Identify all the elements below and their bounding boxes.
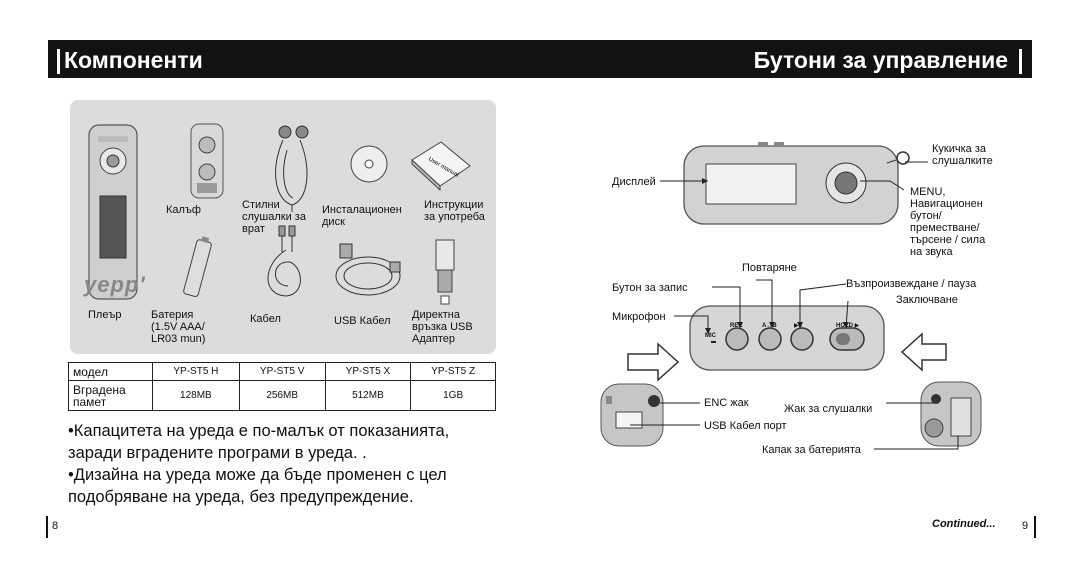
device-ab-label: A↔B bbox=[762, 323, 777, 329]
table-cell: 512MB bbox=[324, 380, 412, 411]
label-earphone-jack: Жак за слушалки bbox=[784, 403, 873, 415]
spec-table: модел YP-ST5 H YP-ST5 V YP-ST5 X YP-ST5 … bbox=[68, 362, 496, 411]
label-earphone-hook: Кукичка за слушалките bbox=[932, 143, 993, 167]
left-arrow-illustration bbox=[900, 332, 947, 372]
right-page-number: 9 bbox=[1022, 520, 1029, 532]
neck-earphones-illustration bbox=[275, 125, 309, 212]
label-usb-adapter: Директна връзка USB Адаптер bbox=[412, 309, 473, 345]
left-page-number: 8 bbox=[52, 520, 59, 532]
note-capacity-text: Капацитета на уреда е по-малък от показа… bbox=[68, 422, 450, 462]
main-player-illustration bbox=[683, 142, 910, 225]
label-usb-port: USB Кабел порт bbox=[704, 420, 787, 432]
table-cell: 256MB bbox=[238, 380, 326, 411]
table-cell: YP-ST5 H bbox=[152, 362, 240, 381]
label-installation-cd: Инсталационен диск bbox=[322, 204, 402, 228]
left-page-rule bbox=[46, 516, 48, 538]
player-illustration bbox=[88, 124, 138, 300]
right-page-title: Бутони за управление bbox=[753, 47, 1008, 73]
device-mic-label: MIC bbox=[705, 333, 716, 339]
label-play-pause: Възпроизвеждане / пауза bbox=[846, 278, 977, 290]
installation-cd-illustration bbox=[350, 145, 388, 183]
header-right-rule bbox=[1019, 49, 1022, 74]
label-battery: Батерия (1.5V AAA/ LR03 mun) bbox=[151, 309, 206, 345]
callout-arrowheads bbox=[702, 178, 849, 334]
table-cell: 1GB bbox=[410, 380, 496, 411]
device-play-label: ▶II bbox=[794, 323, 802, 329]
table-cell: YP-ST5 X bbox=[324, 362, 412, 381]
battery-illustration bbox=[183, 236, 212, 297]
cable-illustration bbox=[267, 225, 301, 297]
battery-end-view-illustration bbox=[920, 381, 982, 447]
table-cell: YP-ST5 Z bbox=[410, 362, 496, 381]
continued-label: Continued... bbox=[932, 518, 996, 530]
label-menu: MENU, Навигационен бутон/ преместване/ т… bbox=[910, 186, 986, 258]
usb-adapter-illustration bbox=[435, 239, 455, 305]
label-manual: Инструкции за употреба bbox=[424, 199, 485, 223]
right-page-rule bbox=[1034, 516, 1036, 538]
label-record-button: Бутон за запис bbox=[612, 282, 688, 294]
label-display: Дисплей bbox=[612, 176, 656, 188]
usb-end-view-illustration bbox=[600, 383, 664, 447]
note-design: •Дизайна на уреда може да бъде променен … bbox=[68, 464, 488, 508]
label-repeat: Повтаряне bbox=[742, 262, 797, 274]
right-arrow-illustration bbox=[627, 342, 680, 382]
usb-cable-illustration bbox=[335, 243, 401, 296]
left-page-title: Компоненти bbox=[64, 47, 203, 73]
table-cell: YP-ST5 V bbox=[238, 362, 326, 381]
label-hold: Заключване bbox=[896, 294, 958, 306]
label-microphone: Микрофон bbox=[612, 311, 666, 323]
bullet: • bbox=[68, 466, 74, 484]
note-capacity: •Капацитета на уреда е по-малък от показ… bbox=[68, 420, 488, 464]
device-rec-label: REC bbox=[730, 323, 743, 329]
label-battery-cover: Капак за батерията bbox=[762, 444, 861, 456]
header-bar bbox=[48, 40, 1032, 78]
label-cable: Кабел bbox=[250, 313, 281, 325]
callout-lines bbox=[630, 161, 959, 450]
side-view-player-illustration bbox=[689, 305, 885, 371]
manual-illustration: User manual bbox=[411, 141, 471, 192]
table-header-model: модел bbox=[68, 362, 153, 381]
table-header-memory: Вградена памет bbox=[68, 380, 153, 411]
label-enc-jack: ENC жак bbox=[704, 397, 749, 409]
yepp-logo: yepp' bbox=[84, 272, 146, 297]
device-hold-label: HOLD ▶ bbox=[836, 323, 860, 329]
table-row: Вградена памет 128MB 256MB 512MB 1GB bbox=[68, 380, 496, 411]
table-row: модел YP-ST5 H YP-ST5 V YP-ST5 X YP-ST5 … bbox=[68, 362, 496, 381]
header-left-rule bbox=[57, 49, 60, 74]
note-design-text: Дизайна на уреда може да бъде променен с… bbox=[68, 466, 447, 506]
table-cell: 128MB bbox=[152, 380, 240, 411]
label-usb-cable: USB Кабел bbox=[334, 315, 391, 327]
label-player: Плеър bbox=[88, 309, 122, 321]
bullet: • bbox=[68, 422, 74, 440]
label-neck-earphones: Стилни слушалки за врат bbox=[242, 199, 306, 235]
case-illustration bbox=[190, 123, 224, 199]
label-case: Калъф bbox=[166, 204, 201, 216]
